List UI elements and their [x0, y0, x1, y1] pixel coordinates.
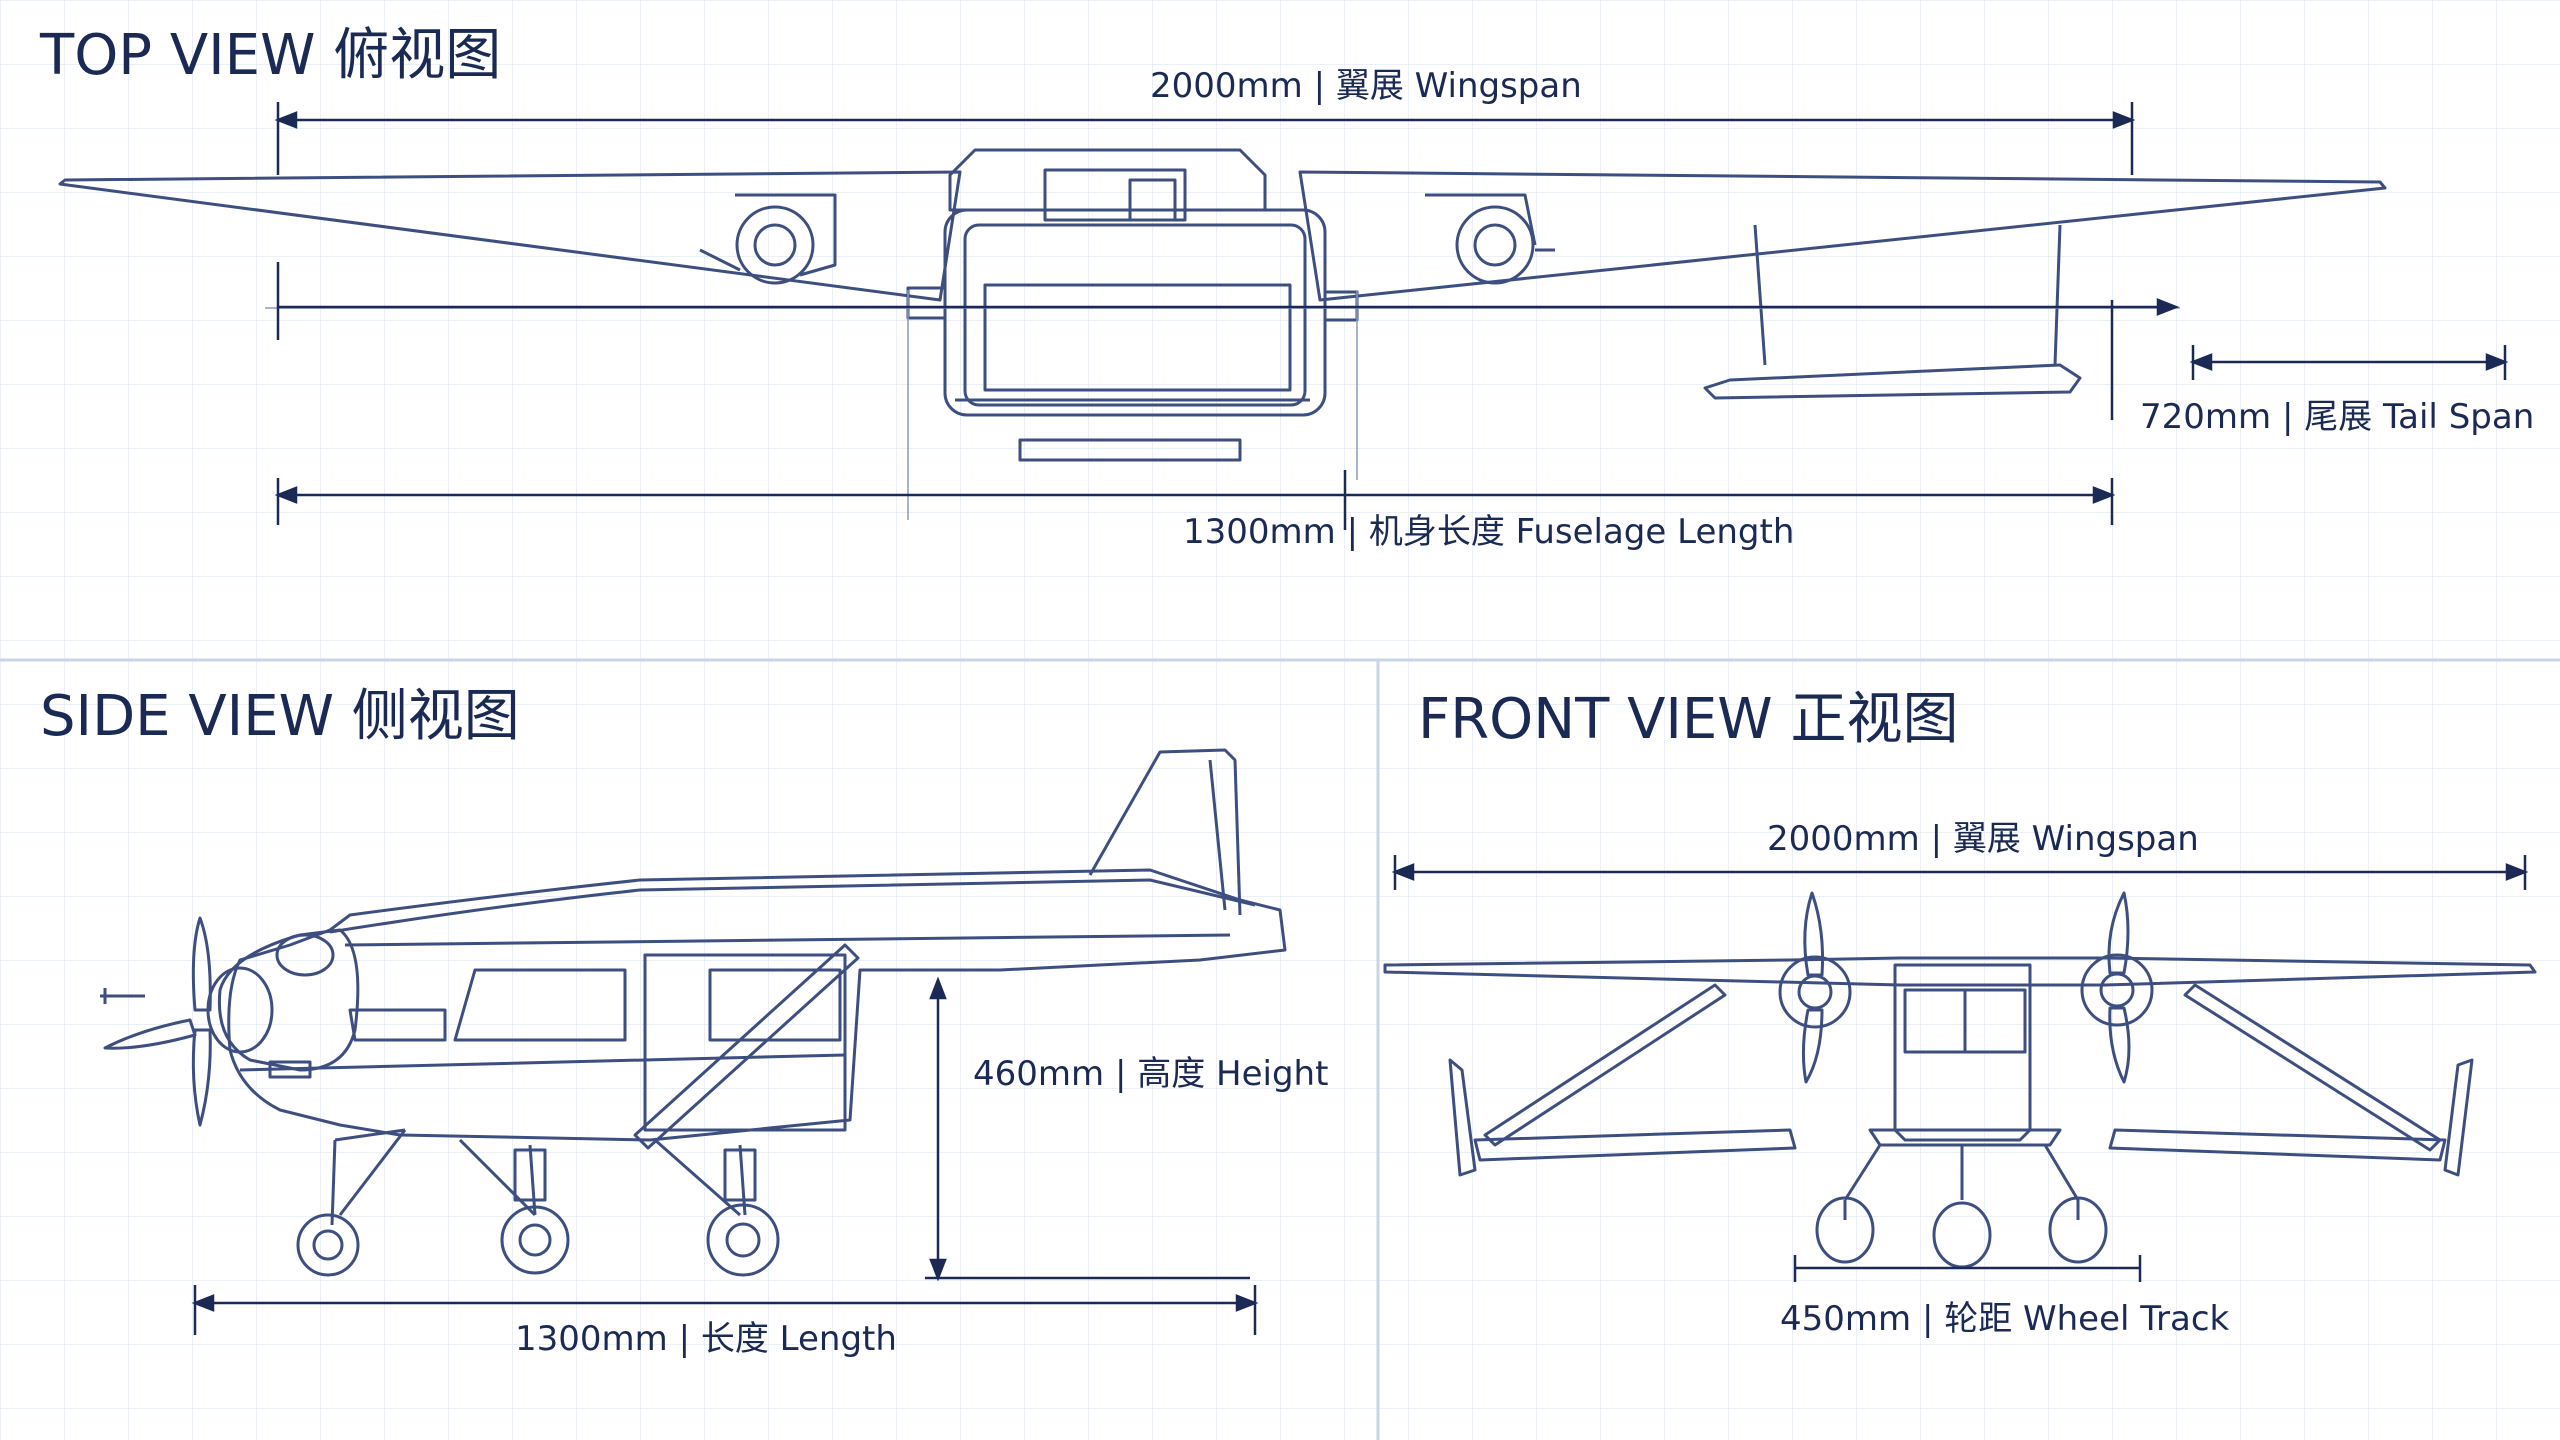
side-window-1 — [453, 968, 627, 1042]
front-view-panel: FRONT VIEW 正视图 — [1383, 687, 2537, 1339]
mid-gear-strut — [458, 1138, 537, 1217]
side-wing-top — [329, 878, 1256, 934]
nose-pitot — [100, 988, 145, 1004]
front-left-lower-wing — [1473, 1128, 1797, 1162]
rear-gear-strut — [654, 1138, 747, 1217]
front-right-wheel — [2048, 1196, 2108, 1264]
height-label: 460mm | 高度 Height — [973, 1054, 1328, 1094]
left-engine-mount — [699, 193, 837, 277]
right-engine-spinner — [1473, 223, 1517, 267]
side-view-dimension-lines — [191, 976, 1259, 1335]
front-left-prop-up — [1803, 891, 1825, 977]
top-view-dimension-lines — [274, 102, 2509, 530]
front-left-engine — [1778, 955, 1852, 1029]
nose-wheel — [296, 1213, 360, 1277]
front-left-gear-strut — [1843, 1144, 1882, 1220]
mid-wheel — [500, 1205, 570, 1275]
front-right-prop-down — [2108, 1006, 2131, 1084]
front-view-dimension-lines — [1391, 855, 2529, 1282]
front-main-wing — [1383, 956, 2537, 987]
fin-rudder-line — [1208, 759, 1227, 911]
front-right-winglet — [2443, 1058, 2474, 1177]
top-view-title: TOP VIEW 俯视图 — [39, 23, 501, 88]
rear-gear-shock — [723, 1148, 757, 1202]
vertical-fin — [1088, 748, 1242, 916]
top-hatch — [1043, 168, 1187, 222]
side-view-panel: SIDE VIEW 侧视图 — [40, 684, 1328, 1359]
front-view-aircraft — [1383, 891, 2537, 1269]
rear-wheel — [706, 1203, 780, 1277]
mid-wheel-hub — [518, 1223, 552, 1257]
right-engine-nacelle — [1455, 205, 1535, 285]
propeller-blade-down — [191, 1028, 212, 1127]
propeller-blade-left — [103, 1018, 197, 1050]
wingspan-label: 2000mm | 翼展 Wingspan — [1150, 66, 1582, 106]
tail-boom-right — [2053, 224, 2062, 366]
wing-strut — [633, 943, 860, 1150]
fuselage-top-inner — [963, 223, 1307, 407]
front-bulge — [1868, 1128, 2062, 1147]
side-wing-lower — [344, 933, 1231, 947]
nose-wheel-hub — [312, 1229, 344, 1261]
mid-gear-shock — [513, 1148, 547, 1202]
propeller-blade-up — [191, 916, 212, 1012]
front-right-lower-wing — [2108, 1128, 2447, 1162]
top-view-panel: TOP VIEW 俯视图 — [39, 23, 2534, 552]
left-engine-nacelle — [735, 205, 815, 285]
left-engine-spinner — [753, 223, 797, 267]
right-engine-mount — [1425, 193, 1555, 252]
cowl-intake — [275, 933, 335, 977]
length-label: 1300mm | 长度 Length — [515, 1319, 897, 1359]
top-hatch-inner — [1128, 178, 1177, 222]
tail-boom-left — [1753, 224, 1767, 366]
front-right-strut — [2183, 983, 2442, 1152]
front-view-title: FRONT VIEW 正视图 — [1418, 687, 1958, 752]
front-left-prop-down — [1801, 1008, 1824, 1084]
tail-span-label: 720mm | 尾展 Tail Span — [2140, 397, 2534, 437]
rear-wheel-hub — [725, 1222, 761, 1258]
front-right-prop-up — [2107, 891, 2130, 975]
horizontal-tail — [1703, 363, 2082, 400]
top-view-aircraft — [58, 148, 2387, 462]
left-wing — [58, 170, 962, 302]
side-view-title: SIDE VIEW 侧视图 — [40, 684, 520, 749]
front-right-engine — [2080, 953, 2154, 1027]
nose-gear-strut — [330, 1128, 407, 1226]
side-door — [643, 953, 847, 1132]
cabin-belt-line — [239, 1053, 846, 1072]
fuselage-tail-block — [1018, 438, 1242, 462]
side-view-aircraft — [100, 748, 1287, 1277]
front-right-gear-strut — [2043, 1144, 2080, 1220]
front-wingspan-label: 2000mm | 翼展 Wingspan — [1767, 819, 2199, 859]
fuselage-length-label: 1300mm | 机身长度 Fuselage Length — [1183, 512, 1794, 552]
cargo-window — [983, 283, 1292, 392]
front-left-strut — [1483, 983, 1727, 1147]
side-window-3 — [708, 968, 842, 1042]
wheel-track-label: 450mm | 轮距 Wheel Track — [1780, 1299, 2230, 1339]
right-wing — [1298, 170, 2387, 302]
front-left-wheel — [1815, 1196, 1875, 1264]
side-window-2 — [348, 1008, 447, 1042]
front-left-winglet — [1448, 1058, 1477, 1177]
